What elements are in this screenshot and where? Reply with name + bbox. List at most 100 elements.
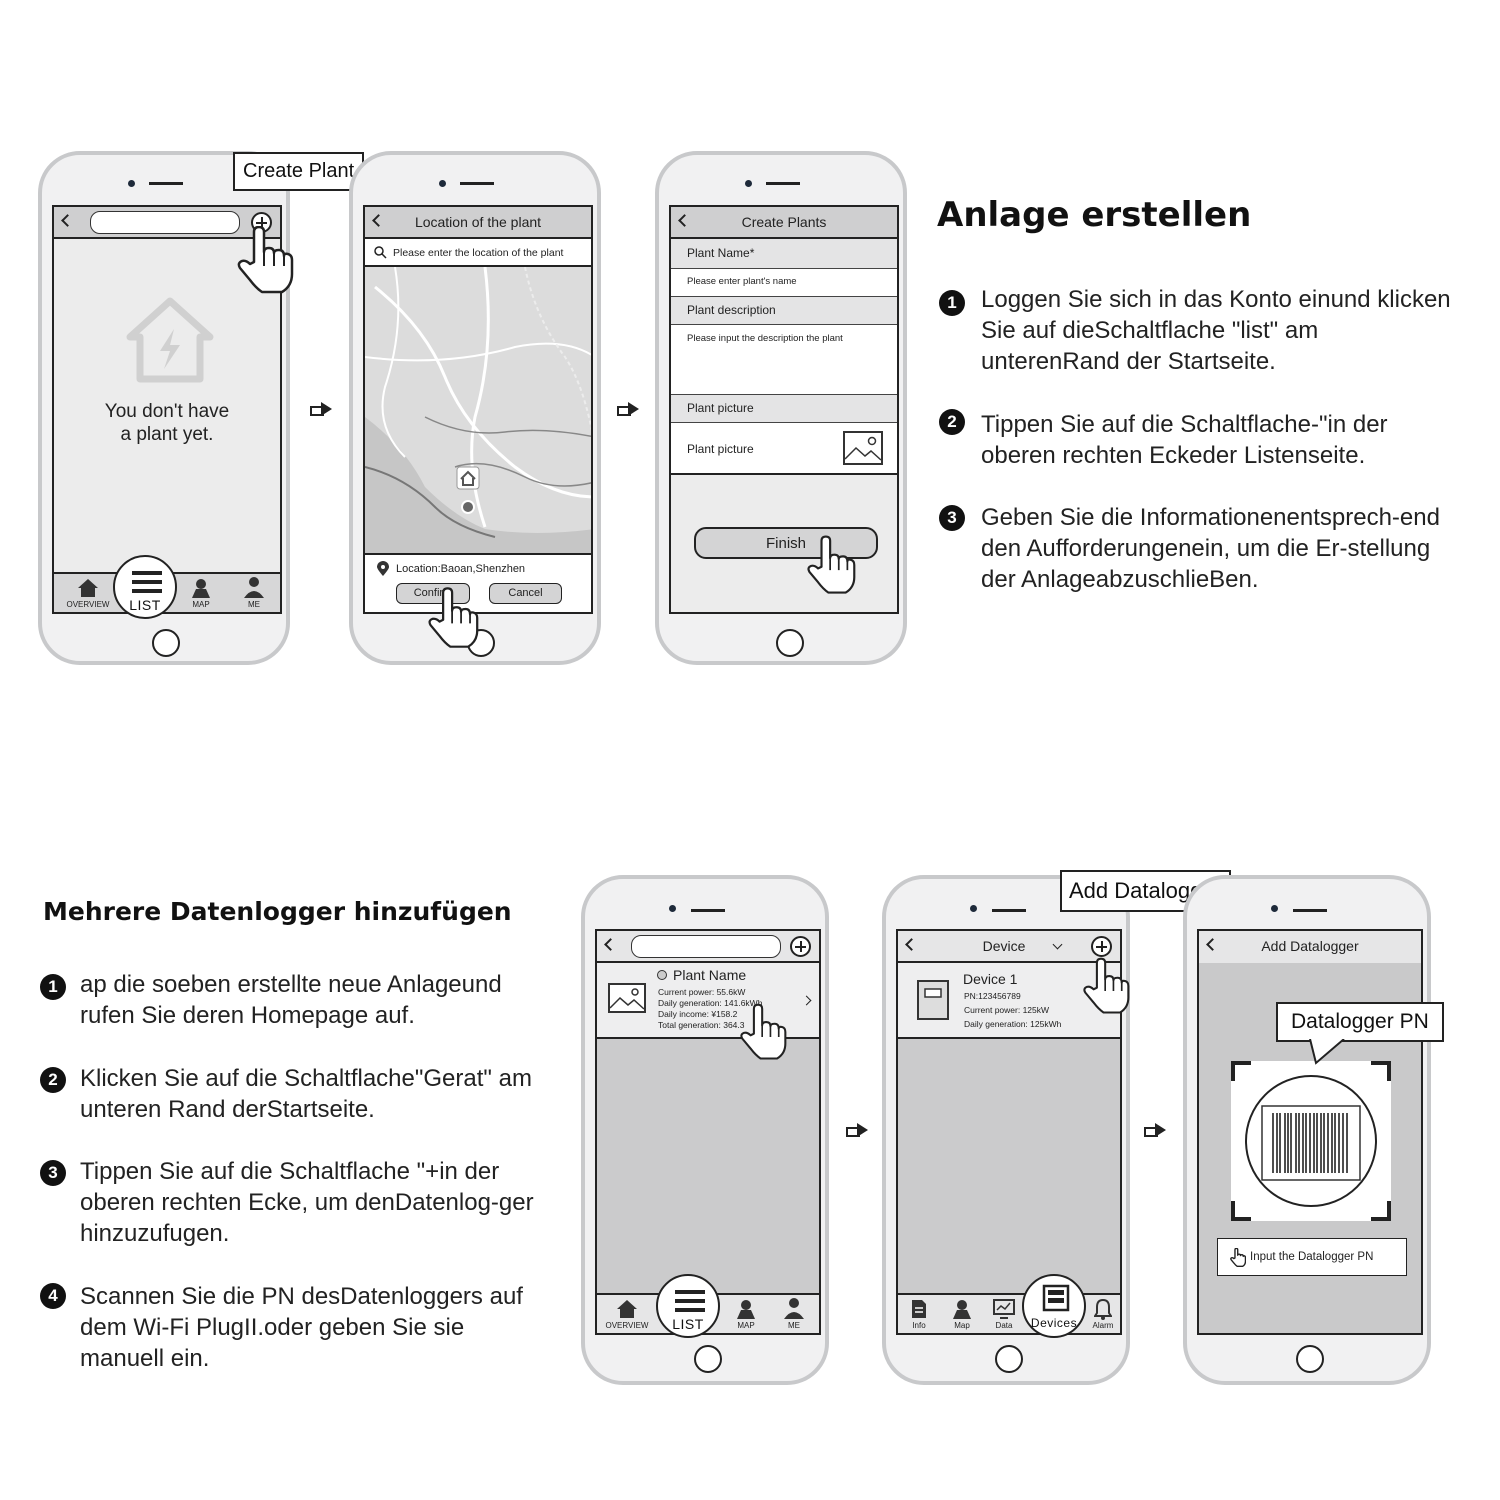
nav-me-label: ME xyxy=(788,1321,800,1330)
camera xyxy=(128,180,135,187)
create-plant-callout: Create Plant xyxy=(233,152,365,191)
overview-house-icon[interactable] xyxy=(615,1299,639,1319)
barcode-scan-frame[interactable] xyxy=(1231,1061,1391,1221)
plant-daily-income: Daily income: ¥158.2 xyxy=(658,1009,738,1019)
phone2-topbar: Location of the plant xyxy=(365,207,591,239)
map-pin-person-icon[interactable] xyxy=(735,1298,757,1320)
search-bar[interactable] xyxy=(631,935,781,958)
next-arrow-icon xyxy=(310,402,332,416)
camera xyxy=(669,905,676,912)
page-title: Add Datalogger xyxy=(1261,938,1359,954)
plant-total-generation: Total generation: 364.3 xyxy=(658,1020,745,1030)
scan-corner xyxy=(1371,1201,1391,1221)
chevron-right-icon[interactable] xyxy=(801,995,812,1006)
phone4-screen: Plant Name Current power: 55.6kW Daily g… xyxy=(595,929,821,1335)
plant-name-label: Plant Name* xyxy=(671,239,897,269)
plant-name-input[interactable]: Please enter plant's name xyxy=(671,269,897,297)
phone-device-list: Device Device 1 PN:123456789 Current pow… xyxy=(882,875,1130,1385)
phone6-topbar: Add Datalogger xyxy=(1199,931,1421,963)
home-button[interactable] xyxy=(152,629,180,657)
home-button[interactable] xyxy=(1296,1345,1324,1373)
devices-server-icon xyxy=(1042,1284,1070,1312)
tap-hand-icon xyxy=(807,535,856,594)
input-datalogger-pn-label: Input the Datalogger PN xyxy=(1250,1251,1374,1263)
phone5-topbar: Device xyxy=(898,931,1120,963)
step-text-3: Geben Sie die Informationenentsprech-end… xyxy=(981,504,1440,593)
me-person-icon[interactable] xyxy=(243,576,265,598)
list-nav-button[interactable]: LIST xyxy=(113,555,177,619)
input-datalogger-pn-button[interactable]: Input the Datalogger PN xyxy=(1217,1238,1407,1276)
list-lines-icon xyxy=(675,1290,705,1312)
device-current-power: Current power: 125kW xyxy=(964,1005,1050,1015)
barcode-icon xyxy=(1261,1105,1361,1181)
image-upload-icon[interactable] xyxy=(843,431,883,465)
location-search-input[interactable]: Please enter the location of the plant xyxy=(393,247,564,259)
add-datalogger-plus-icon[interactable] xyxy=(1091,936,1112,957)
bottom-nav: Info Map Data Alarm xyxy=(898,1293,1120,1333)
scan-corner xyxy=(1231,1201,1251,1221)
step-text-1: Loggen Sie sich in das Konto einund klic… xyxy=(981,286,1451,375)
step2-text-2: Klicken Sie auf die Schaltflache"Gerat" … xyxy=(80,1065,532,1123)
speaker xyxy=(691,909,725,912)
location-map[interactable] xyxy=(365,267,593,557)
info-document-icon[interactable] xyxy=(911,1299,927,1319)
plant-picture-label: Plant picture xyxy=(671,395,897,423)
devices-nav-button[interactable]: Devices xyxy=(1022,1274,1086,1338)
back-icon[interactable] xyxy=(604,938,617,951)
step-number-2: 2 xyxy=(939,409,965,435)
step2-number-3: 3 xyxy=(40,1160,66,1186)
back-icon[interactable] xyxy=(61,214,74,227)
phone6-screen: Add Datalogger Input the Datalogger PN xyxy=(1197,929,1423,1335)
nav-me-label: ME xyxy=(248,600,260,609)
speaker xyxy=(149,182,183,185)
list-nav-button[interactable]: LIST xyxy=(656,1274,720,1338)
plant-current-power: Current power: 55.6kW xyxy=(658,987,746,997)
device-list-item[interactable]: Device 1 PN:123456789 Current power: 125… xyxy=(898,963,1120,1039)
phone2-screen: Location of the plant Please enter the l… xyxy=(363,205,593,614)
phone3-screen: Create Plants Plant Name* Please enter p… xyxy=(669,205,899,614)
nav-map-label: MAP xyxy=(192,600,210,609)
overview-house-icon[interactable] xyxy=(76,578,100,598)
next-arrow-icon xyxy=(1144,1123,1166,1137)
finish-button[interactable]: Finish xyxy=(694,527,878,559)
data-monitor-icon[interactable] xyxy=(993,1299,1015,1319)
search-icon xyxy=(374,246,387,259)
speaker xyxy=(460,182,494,185)
nav-info-label: Info xyxy=(912,1321,926,1330)
search-bar[interactable] xyxy=(90,211,240,234)
map-pin-person-icon[interactable] xyxy=(190,577,212,599)
step2-text-3: Tippen Sie auf die Schaltflache "+in der… xyxy=(80,1158,534,1247)
speaker xyxy=(766,182,800,185)
alarm-bell-icon[interactable] xyxy=(1094,1298,1112,1320)
step2-number-1: 1 xyxy=(40,974,66,1000)
tap-finger-icon xyxy=(1230,1248,1246,1267)
nav-data-label: Data xyxy=(995,1321,1013,1330)
location-search-bar[interactable]: Please enter the location of the plant xyxy=(365,239,591,267)
datalogger-pn-callout: Datalogger PN xyxy=(1276,1002,1444,1042)
home-button[interactable] xyxy=(995,1345,1023,1373)
plant-picture-field[interactable]: Plant picture xyxy=(671,423,897,475)
camera xyxy=(1271,905,1278,912)
next-arrow-icon xyxy=(617,402,639,416)
callout-pointer xyxy=(1309,1039,1345,1065)
phone-create-plant-list: You don't have a plant yet. OVERVIEW MAP… xyxy=(38,151,290,665)
location-text: Location:Baoan,Shenzhen xyxy=(396,563,526,575)
step2-text-4: Scannen Sie die PN desDatenloggers auf d… xyxy=(80,1283,523,1372)
tap-hand-icon xyxy=(1083,957,1130,1014)
nav-overview-label: OVERVIEW xyxy=(66,600,110,609)
map-pin-person-icon[interactable] xyxy=(951,1298,973,1320)
me-person-icon[interactable] xyxy=(783,1297,805,1319)
cancel-button[interactable]: Cancel xyxy=(489,583,562,604)
plant-name: Plant Name xyxy=(673,967,747,983)
home-button[interactable] xyxy=(694,1345,722,1373)
add-plant-plus-icon[interactable] xyxy=(790,936,811,957)
location-panel: Location:Baoan,Shenzhen Confirm Cancel xyxy=(365,553,591,612)
nav-devices-label: Devices xyxy=(1030,1316,1078,1330)
scan-circle xyxy=(1245,1075,1377,1207)
plant-description-input[interactable]: Please input the description the plant xyxy=(671,325,897,395)
phone3-topbar: Create Plants xyxy=(671,207,897,239)
home-button[interactable] xyxy=(776,629,804,657)
plant-picture-field-label: Plant picture xyxy=(687,442,754,456)
plant-status-dot xyxy=(657,970,667,980)
step2-number-4: 4 xyxy=(40,1283,66,1309)
